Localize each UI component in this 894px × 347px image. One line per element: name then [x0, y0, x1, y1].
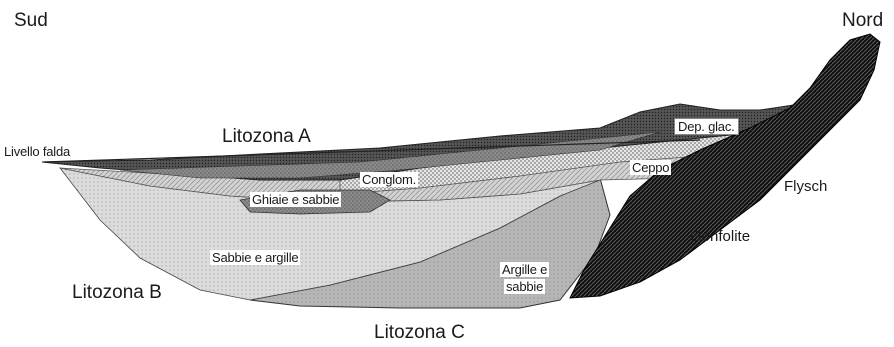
sand-clay-label: Sabbie e argille: [210, 250, 300, 265]
flysch-label: Flysch: [784, 178, 827, 195]
gonfolite-label: Gonfolite: [690, 228, 750, 245]
clay-sand-label-line2: sabbie: [504, 279, 545, 294]
litozona-a-label: Litozona A: [222, 126, 311, 148]
ceppo-label: Ceppo: [630, 160, 671, 175]
gravel-sand-label: Ghiaie e sabbie: [250, 192, 341, 207]
direction-south-label: Sud: [14, 10, 48, 32]
litozona-b-label: Litozona B: [72, 282, 162, 304]
conglomerate-label: Conglom.: [360, 172, 418, 187]
water-table-label: Livello falda: [4, 144, 70, 159]
glacial-deposits-label: Dep. glac.: [674, 118, 739, 135]
direction-north-label: Nord: [842, 10, 883, 32]
clay-sand-label-line1: Argille e: [500, 262, 549, 277]
litozona-c-label: Litozona C: [374, 322, 465, 344]
